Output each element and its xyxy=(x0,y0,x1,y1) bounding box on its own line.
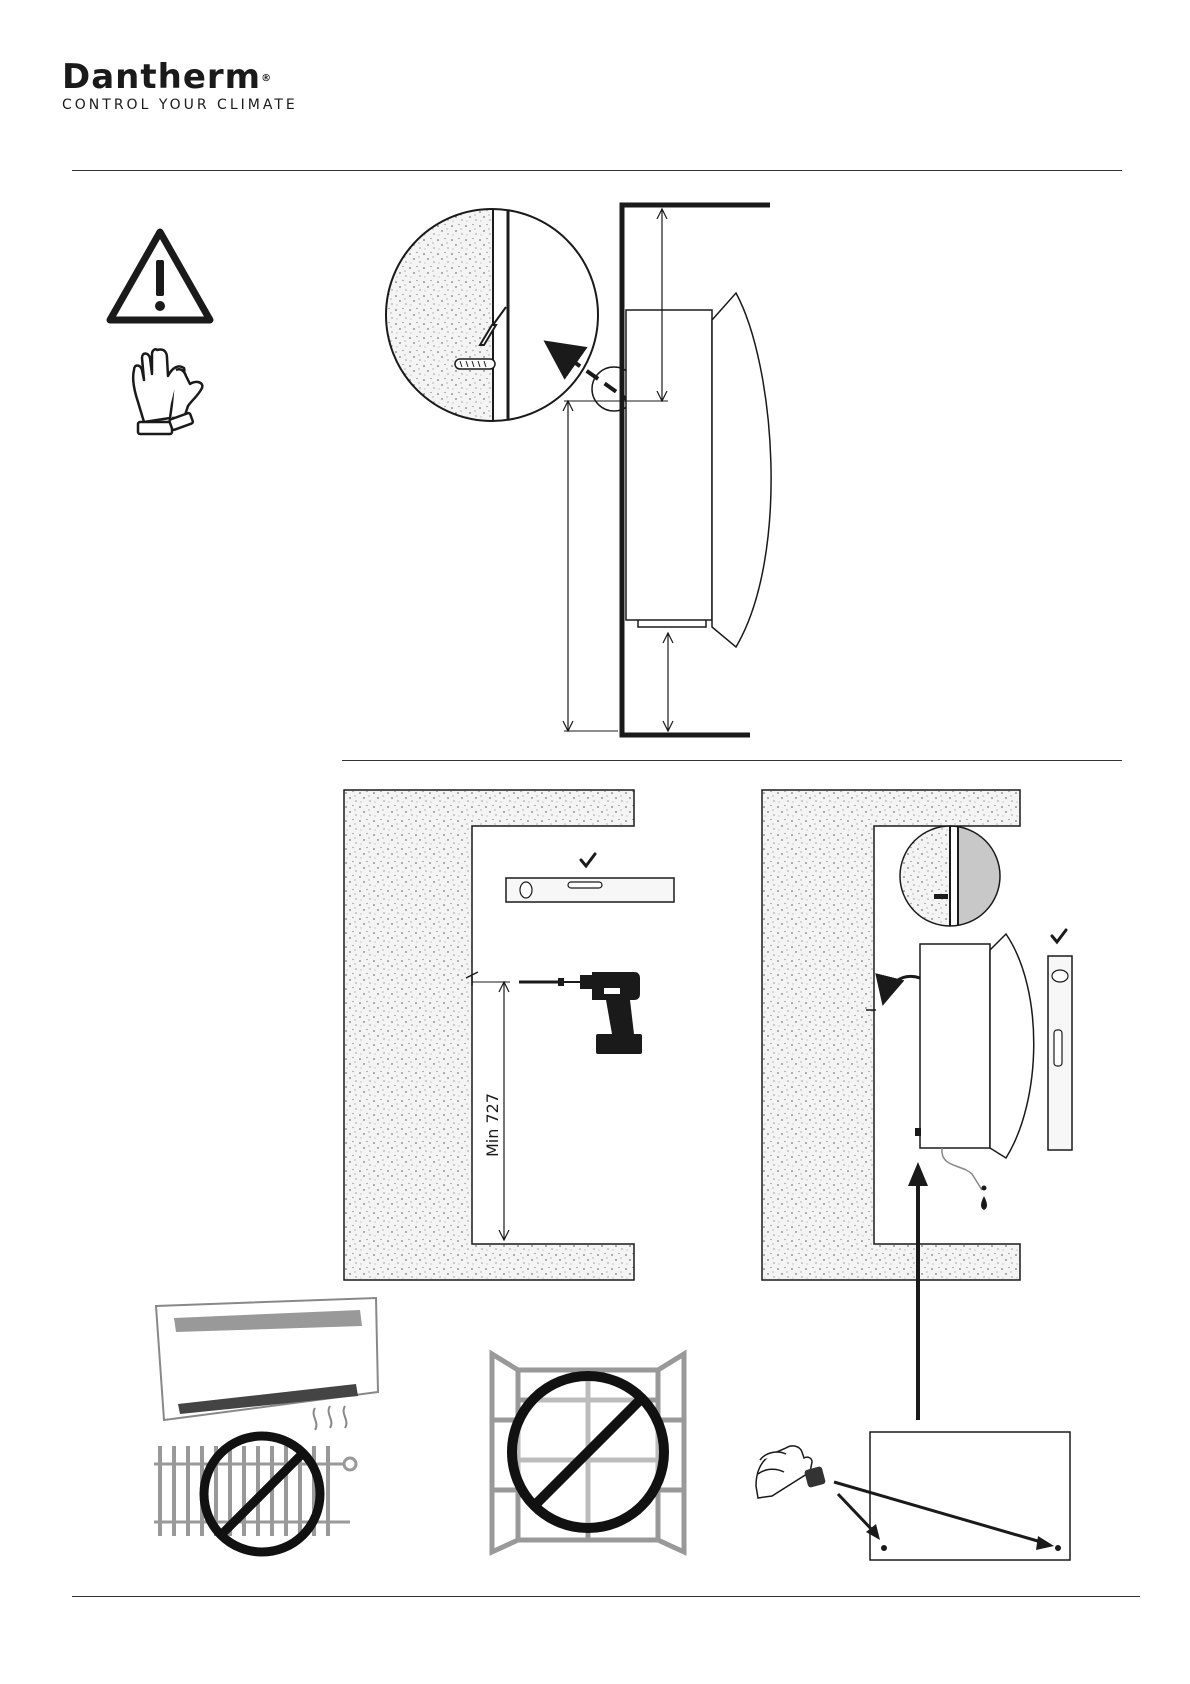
header-divider xyxy=(72,170,1122,171)
protective-gloves-icon xyxy=(112,340,212,440)
registered-mark: ® xyxy=(261,73,272,84)
drill-icon xyxy=(564,972,642,1054)
drilling-panel: Min 727 xyxy=(344,790,640,1280)
warning-triangle-icon xyxy=(104,226,216,326)
no-open-window-illustration xyxy=(488,1340,688,1560)
spirit-level-icon xyxy=(506,878,674,902)
prohibited-icon xyxy=(512,1376,664,1528)
no-heat-source-illustration xyxy=(150,1296,380,1556)
brand-logo: Dantherm® CONTROL YOUR CLIMATE xyxy=(62,60,298,113)
water-drop-icon xyxy=(981,1196,987,1210)
spirit-level-icon xyxy=(1048,956,1072,1150)
min-height-label: Min 727 xyxy=(483,1093,502,1157)
magnified-hook-detail xyxy=(892,820,1018,940)
checkmark-icon xyxy=(1052,930,1066,942)
hanging-unit-panel xyxy=(762,790,1072,1280)
section-divider xyxy=(342,760,1122,761)
magnified-bracket-detail xyxy=(380,195,613,435)
brand-tagline: CONTROL YOUR CLIMATE xyxy=(62,97,298,113)
hand-icon xyxy=(756,1446,812,1498)
brand-wordmark: Dantherm® xyxy=(62,60,298,94)
brand-name: Dantherm xyxy=(62,57,261,97)
rubber-feet-illustration xyxy=(752,1414,1072,1564)
wall-mounting-side-view xyxy=(380,195,790,735)
prohibited-icon xyxy=(204,1436,320,1552)
footer-divider xyxy=(72,1596,1140,1597)
checkmark-icon xyxy=(581,854,595,866)
